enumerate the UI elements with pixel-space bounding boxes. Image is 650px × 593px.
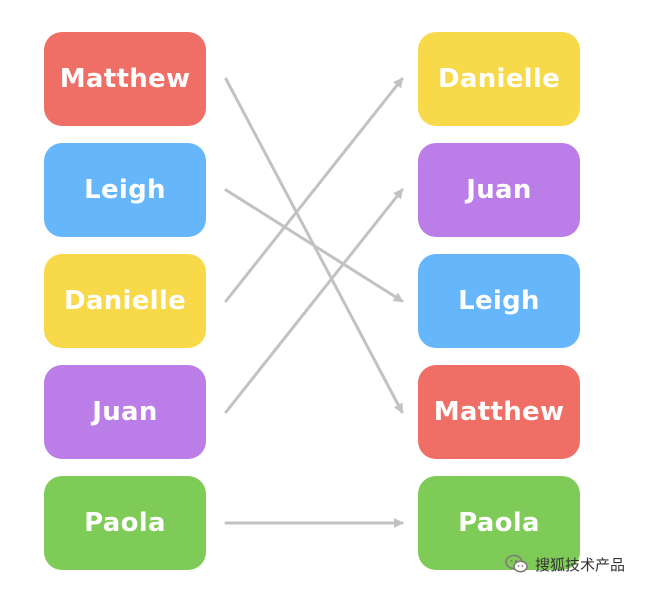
card-label: Matthew xyxy=(59,64,191,94)
right-card-leigh: Leigh xyxy=(418,254,580,348)
arrow-danielle-to-danielle xyxy=(224,77,404,303)
card-label: Danielle xyxy=(437,64,561,94)
card-label: Leigh xyxy=(84,175,166,205)
arrow-matthew-to-matthew xyxy=(224,77,404,414)
card-label: Danielle xyxy=(63,286,187,316)
left-card-matthew: Matthew xyxy=(44,32,206,126)
right-card-juan: Juan xyxy=(418,143,580,237)
card-label: Juan xyxy=(466,175,532,205)
card-label: Leigh xyxy=(458,286,540,316)
left-card-paola: Paola xyxy=(44,476,206,570)
right-card-matthew: Matthew xyxy=(418,365,580,459)
right-card-paola: Paola xyxy=(418,476,580,570)
left-card-juan: Juan xyxy=(44,365,206,459)
card-label: Paola xyxy=(458,508,540,538)
watermark-text: 搜狐技术产品 xyxy=(535,555,626,574)
wechat-icon xyxy=(505,554,528,573)
card-label: Matthew xyxy=(433,397,565,427)
left-card-danielle: Danielle xyxy=(44,254,206,348)
watermark: 搜狐技术产品 xyxy=(505,552,625,576)
arrow-juan-to-juan xyxy=(224,188,404,414)
left-card-leigh: Leigh xyxy=(44,143,206,237)
right-card-danielle: Danielle xyxy=(418,32,580,126)
card-label: Paola xyxy=(84,508,166,538)
card-label: Juan xyxy=(92,397,158,427)
arrow-leigh-to-leigh xyxy=(224,188,404,303)
